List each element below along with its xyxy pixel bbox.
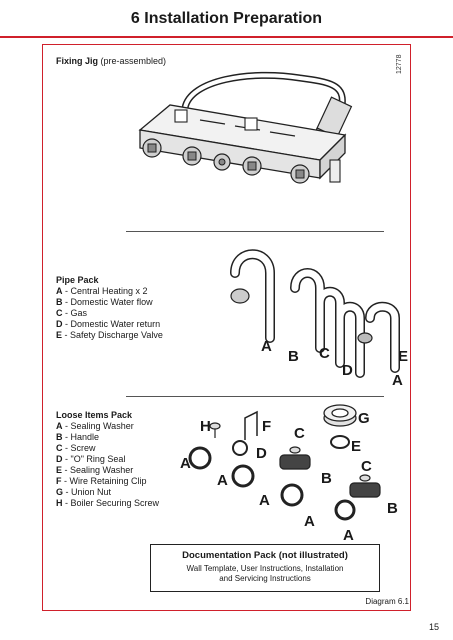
loose-letter-A2: A xyxy=(217,472,228,489)
fixing-jig-label: Fixing Jig xyxy=(56,56,99,66)
loose-items-illustration xyxy=(188,404,381,521)
fixing-jig-note: (pre-assembled) xyxy=(100,56,167,66)
loose-letter-H: H xyxy=(200,418,211,435)
loose-items-item: C - Screw xyxy=(56,443,96,453)
loose-letter-E: E xyxy=(351,438,362,455)
loose-letter-B2: B xyxy=(387,500,398,517)
documentation-pack-line2: and Servicing Instructions xyxy=(219,574,311,583)
pipe-pack-item: C - Gas xyxy=(56,308,88,318)
fixing-jig-caption: Fixing Jig (pre-assembled) xyxy=(56,56,166,67)
loose-items-list: Loose Items Pack A - Sealing Washer B - … xyxy=(56,410,159,509)
loose-letter-F: F xyxy=(262,418,272,435)
documentation-pack-title: Documentation Pack (not illustrated) xyxy=(182,550,348,561)
loose-letter-C2: C xyxy=(361,458,372,475)
pipe-pack-list: Pipe Pack A - Central Heating x 2 B - Do… xyxy=(56,275,163,341)
diagram-label: Diagram 6.1 xyxy=(365,597,409,606)
loose-items-item: H - Boiler Securing Screw xyxy=(56,498,160,508)
pipe-letter-D: D xyxy=(342,362,353,379)
loose-letter-A: A xyxy=(180,455,191,472)
header-rule xyxy=(0,36,453,38)
pipe-pack-item: D - Domestic Water return xyxy=(56,319,161,329)
loose-items-item: F - Wire Retaining Clip xyxy=(56,476,147,486)
loose-letter-B: B xyxy=(321,470,332,487)
section-divider-2 xyxy=(126,396,384,397)
loose-letter-A5: A xyxy=(343,527,354,544)
pipe-letter-E: E xyxy=(398,348,409,365)
page-title: 6 Installation Preparation xyxy=(130,10,323,27)
loose-items-title: Loose Items Pack xyxy=(56,410,133,420)
fixing-jig-illustration xyxy=(138,71,353,184)
loose-items-item: G - Union Nut xyxy=(56,487,112,497)
pipe-pack-item: A - Central Heating x 2 xyxy=(56,286,148,296)
drawing-code: 12778 xyxy=(396,54,403,74)
section-divider-1 xyxy=(126,231,384,232)
loose-items-item: B - Handle xyxy=(56,432,100,442)
pipe-pack-illustration xyxy=(230,249,400,378)
documentation-pack-box: Documentation Pack (not illustrated) Wal… xyxy=(150,544,380,592)
documentation-pack-line1: Wall Template, User Instructions, Instal… xyxy=(186,564,344,573)
pipe-letter-B: B xyxy=(288,348,299,365)
loose-letter-G: G xyxy=(358,410,370,427)
loose-letter-A3: A xyxy=(259,492,270,509)
page-number: 15 xyxy=(428,622,439,632)
loose-letter-C: C xyxy=(294,425,305,442)
pipe-letter-A2: A xyxy=(392,372,403,389)
loose-items-item: A - Sealing Washer xyxy=(56,421,134,431)
loose-letter-A4: A xyxy=(304,513,315,530)
diagram-frame xyxy=(42,44,411,611)
pipe-letter-A: A xyxy=(261,338,272,355)
loose-items-item: D - "O" Ring Seal xyxy=(56,454,126,464)
pipe-pack-item: E - Safety Discharge Valve xyxy=(56,330,163,340)
pipe-pack-title: Pipe Pack xyxy=(56,275,99,285)
pipe-letter-C: C xyxy=(319,345,330,362)
pipe-pack-item: B - Domestic Water flow xyxy=(56,297,153,307)
loose-items-item: E - Sealing Washer xyxy=(56,465,134,475)
loose-letter-D: D xyxy=(256,445,267,462)
